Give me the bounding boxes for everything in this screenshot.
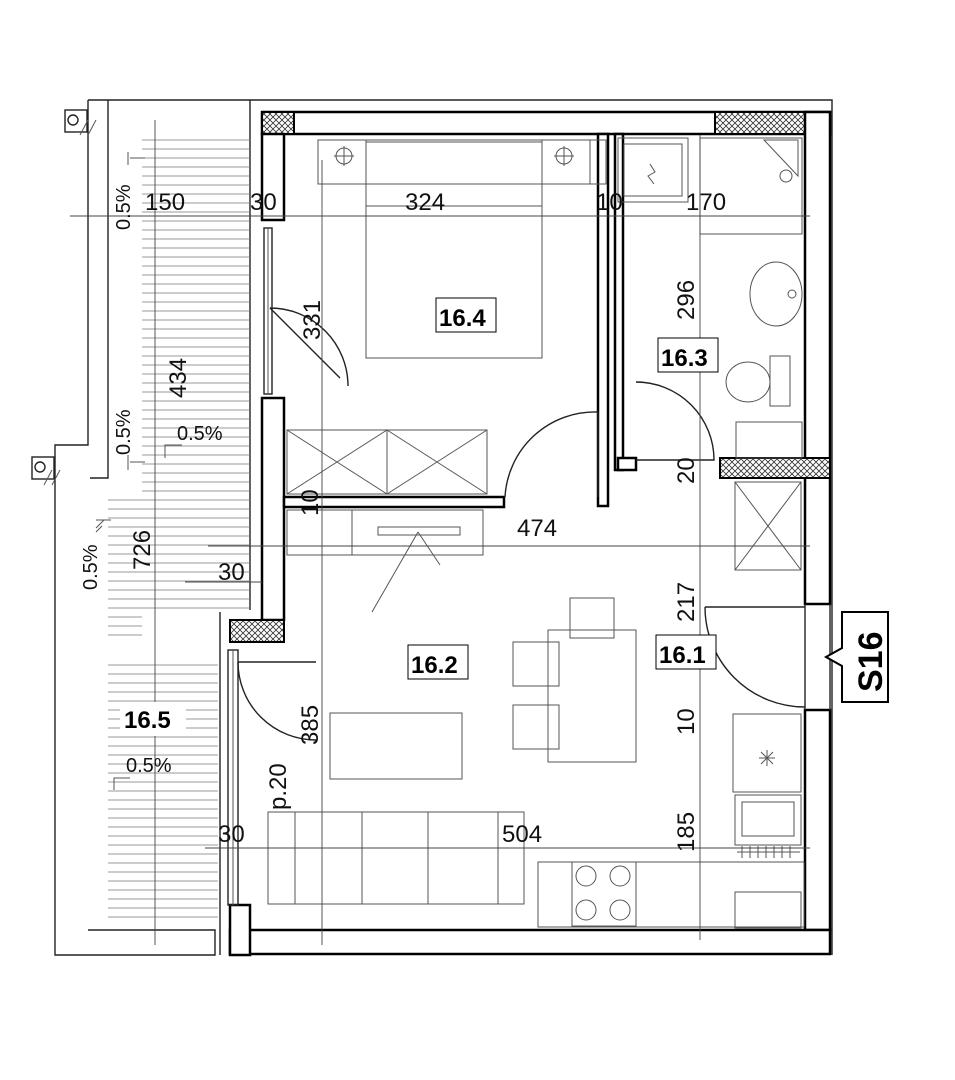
terrace-decking-upper	[108, 139, 250, 636]
wardrobe	[286, 429, 488, 495]
doors	[237, 307, 806, 741]
room-label-terrace: 16.5	[124, 707, 171, 734]
dimension-labels: 150 30 324 10 170 331 434 296 20 10 474 …	[129, 189, 726, 852]
dim-726: 726	[129, 530, 156, 570]
dim-185: 185	[673, 812, 700, 852]
slope-label: 0.5%	[113, 184, 135, 230]
unit-tag: S16	[823, 611, 890, 703]
dim-331: 331	[299, 300, 326, 340]
railing-posts	[31, 109, 97, 486]
unit-label: S16	[852, 632, 890, 693]
dim-150: 150	[145, 189, 185, 216]
dim-434: 434	[165, 358, 192, 398]
dim-385: 385	[297, 705, 324, 745]
dim-30-b: 30	[218, 821, 245, 848]
bed	[317, 139, 607, 359]
slope-label: 0.5%	[177, 423, 223, 445]
dim-217: 217	[673, 582, 700, 622]
kitchen	[537, 713, 805, 929]
dim-30-a: 30	[218, 559, 245, 586]
walls	[228, 99, 833, 957]
dimension-lines	[70, 120, 810, 945]
room-label-hall: 16.1	[659, 642, 706, 669]
dim-170: 170	[686, 189, 726, 216]
dim-504: 504	[502, 821, 542, 848]
tv-unit	[286, 509, 484, 613]
slope-labels: 0.5% 0.5% 0.5% 0.5% 0.5%	[80, 184, 223, 777]
room-label-bedroom: 16.4	[439, 305, 486, 332]
slope-label: 0.5%	[80, 544, 102, 590]
dim-20: 20	[673, 457, 700, 484]
sofa-area	[267, 712, 525, 905]
slope-label: 0.5%	[126, 755, 172, 777]
dim-10-b: 10	[673, 708, 700, 735]
dim-474: 474	[517, 515, 557, 542]
dim-10-top: 10	[596, 189, 623, 216]
dim-10-a: 10	[297, 489, 324, 516]
dim-p20: p.20	[265, 763, 292, 810]
bathroom-fixtures	[617, 137, 803, 571]
dim-296: 296	[673, 280, 700, 320]
slope-label: 0.5%	[113, 409, 135, 455]
dim-324: 324	[405, 189, 445, 216]
room-label-living: 16.2	[411, 652, 458, 679]
dim-30-top: 30	[250, 189, 277, 216]
dining-set	[512, 597, 637, 763]
room-label-bathroom: 16.3	[661, 345, 708, 372]
room-labels: 16.4 16.3 16.2 16.1 16.5	[120, 297, 719, 736]
